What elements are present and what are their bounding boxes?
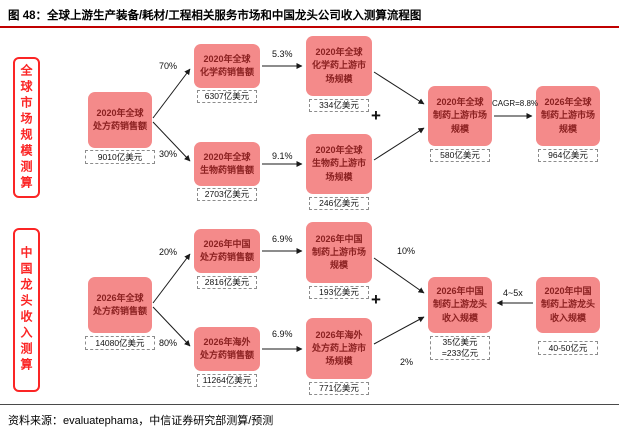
source-note: 资料来源：evaluatephama，中信证券研究部测算/预测: [8, 415, 274, 427]
value-2026-overseas-upstream-market: 771亿美元: [309, 382, 369, 395]
node-2020-china-leader-revenue: 2020年中国制药上游龙头收入规模: [536, 277, 600, 333]
value-2020-chem-upstream-market: 334亿美元: [309, 99, 369, 112]
node-2020-chem-upstream-market: 2020年全球化学药上游市场规模: [306, 36, 372, 96]
node-2026-global-rx-sales: 2026年全球处方药销售额: [88, 277, 152, 333]
value-2026-pharma-upstream-market: 964亿美元: [538, 149, 598, 162]
edge-label-cagr: CAGR=8.8%: [492, 99, 539, 108]
node-2020-global-bio-sales: 2020年全球生物药销售额: [194, 142, 260, 186]
value-2020-global-bio-sales: 2703亿美元: [197, 188, 257, 201]
title-divider: [0, 26, 619, 28]
node-2020-bio-upstream-market: 2020年全球生物药上游市场规模: [306, 134, 372, 194]
edge-label-chem-share: 70%: [159, 61, 178, 71]
edge-label-bio-upstream-rate: 9.1%: [272, 151, 293, 161]
edge-label-overseas-upstream-rate: 6.9%: [272, 329, 293, 339]
value-2020-global-chem-sales: 6307亿美元: [197, 90, 257, 103]
value-2026-china-upstream-market: 193亿美元: [309, 286, 369, 299]
value-2020-global-rx-sales: 9010亿美元: [85, 150, 155, 164]
value-2026-overseas-rx-sales: 11264亿美元: [197, 374, 257, 387]
value-2026-china-leader-revenue: 35亿美元 =233亿元: [430, 336, 490, 360]
value-2020-china-leader-revenue: 40-50亿元: [538, 341, 598, 355]
value-2026-china-rx-sales: 2816亿美元: [197, 276, 257, 289]
section-label-china-leader: 中国龙头收入测算: [13, 228, 40, 392]
value-2026-china-leader-revenue-line1: 35亿美元: [442, 337, 478, 348]
plus-sign-top: +: [371, 106, 381, 125]
node-2020-global-chem-sales: 2020年全球化学药销售额: [194, 44, 260, 88]
edge-label-china-leader-share: 10%: [397, 246, 416, 256]
figure-title: 图 48：全球上游生产装备/耗材/工程相关服务市场和中国龙头公司收入测算流程图: [8, 10, 422, 22]
edge-label-bio-share: 30%: [159, 149, 178, 159]
node-2026-overseas-upstream-market: 2026年海外处方药上游市场规模: [306, 318, 372, 379]
node-2026-overseas-rx-sales: 2026年海外处方药销售额: [194, 327, 260, 371]
edge-label-china-upstream-rate: 6.9%: [272, 234, 293, 244]
edge-label-overseas-share: 80%: [159, 338, 178, 348]
edge-label-chem-upstream-rate: 5.3%: [272, 49, 293, 59]
edge-label-china-share: 20%: [159, 247, 178, 257]
value-2026-global-rx-sales: 14080亿美元: [85, 336, 155, 350]
node-2020-global-rx-sales: 2020年全球处方药销售额: [88, 92, 152, 148]
value-2020-bio-upstream-market: 246亿美元: [309, 197, 369, 210]
plus-sign-bottom: +: [371, 290, 381, 309]
node-2020-pharma-upstream-market: 2020年全球制药上游市场规模: [428, 86, 492, 146]
edge-label-growth-multiple: 4~5x: [503, 288, 523, 298]
node-2026-china-leader-revenue: 2026年中国制药上游龙头收入规模: [428, 277, 492, 333]
node-2026-pharma-upstream-market: 2026年全球制药上游市场规模: [536, 86, 600, 146]
footer-divider: [0, 404, 619, 405]
edge-label-overseas-leader-share: 2%: [400, 357, 414, 367]
section-label-global-market: 全球市场规模测算: [13, 57, 40, 198]
value-2026-china-leader-revenue-line2: =233亿元: [441, 348, 479, 358]
node-2026-china-upstream-market: 2026年中国制药上游市场规模: [306, 222, 372, 283]
node-2026-china-rx-sales: 2026年中国处方药销售额: [194, 229, 260, 273]
value-2020-pharma-upstream-market: 580亿美元: [430, 149, 490, 162]
